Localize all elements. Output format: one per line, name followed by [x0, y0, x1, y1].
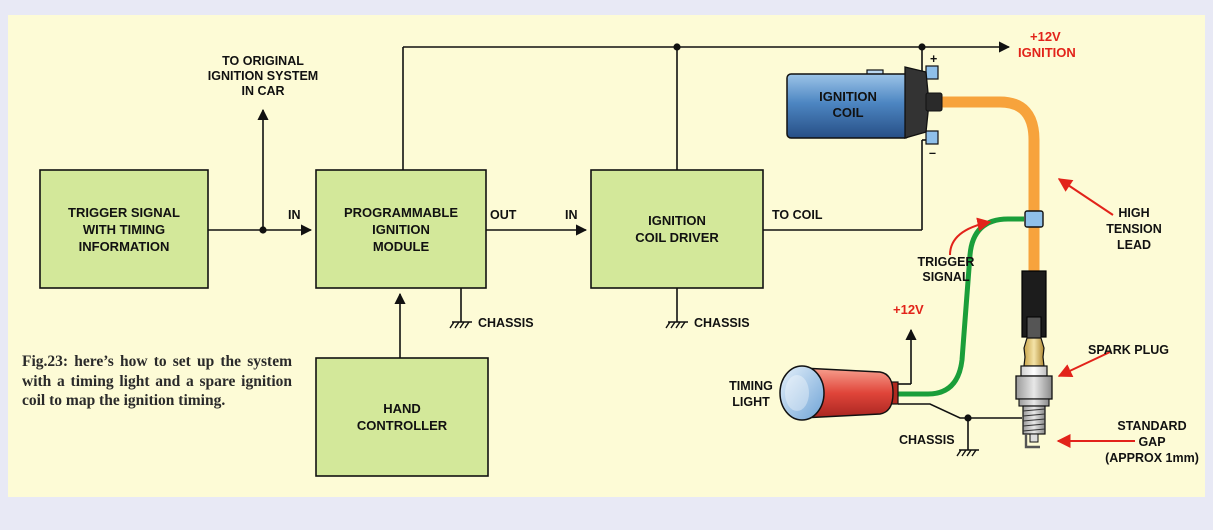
programmable-ignition-module-block: PROGRAMMABLE IGNITION MODULE — [315, 169, 487, 289]
ignition-coil: IGNITION COIL — [786, 65, 943, 145]
trigger-signal-lead — [898, 216, 1024, 397]
plus12v-label: +12V — [893, 302, 924, 317]
chassis-label-plug: CHASSIS — [899, 433, 955, 447]
ht-lead-label-line2: TENSION — [1106, 222, 1162, 236]
timing-light-label-line2: LIGHT — [732, 395, 770, 409]
chassis-ground-symbol — [449, 321, 472, 329]
plus12v-ignition-label-line1: +12V — [1030, 29, 1061, 44]
controller-block-line1: HAND — [383, 401, 421, 416]
figure-caption: Fig.23: here’s how to set up the system … — [22, 353, 292, 409]
original-system-label-line3: IN CAR — [241, 84, 284, 98]
hand-controller-block: HAND CONTROLLER — [315, 357, 489, 477]
trigger-block-line2: WITH TIMING — [83, 222, 165, 237]
chassis-label-driver: CHASSIS — [694, 316, 750, 330]
timing-light-label-line1: TIMING — [729, 379, 773, 393]
timing-light — [779, 365, 899, 421]
trigger-block-line1: TRIGGER SIGNAL — [68, 205, 180, 220]
trigger-signal-block: TRIGGER SIGNAL WITH TIMING INFORMATION — [39, 169, 209, 289]
module-out-label: OUT — [490, 208, 517, 222]
wiring — [208, 41, 1022, 450]
driver-in-label: IN — [565, 208, 578, 222]
original-system-label-line1: TO ORIGINAL — [222, 54, 304, 68]
to-coil-label: TO COIL — [772, 208, 823, 222]
ht-lead-label-line3: LEAD — [1117, 238, 1151, 252]
coil-minus-terminal-label: – — [929, 146, 936, 160]
spark-plug-label: SPARK PLUG — [1088, 343, 1169, 357]
chassis-ground-symbol — [956, 449, 979, 457]
chassis-label-module: CHASSIS — [478, 316, 534, 330]
trigger-block-line3: INFORMATION — [79, 239, 170, 254]
gap-label-line2: GAP — [1138, 435, 1165, 449]
trigger-signal-label-line1: TRIGGER — [918, 255, 975, 269]
module-block-line3: MODULE — [373, 239, 430, 254]
original-system-label-line2: IGNITION SYSTEM — [208, 69, 318, 83]
coil-label-line1: IGNITION — [819, 89, 877, 104]
inductive-pickup-clamp — [1024, 210, 1044, 228]
ht-lead-label-line1: HIGH — [1118, 206, 1149, 220]
module-in-label: IN — [288, 208, 301, 222]
controller-block-line2: CONTROLLER — [357, 418, 448, 433]
callout-arrows — [949, 178, 1135, 448]
chassis-ground-symbol — [665, 321, 688, 329]
plus12v-ignition-label-line2: IGNITION — [1018, 45, 1076, 60]
coil-plus-terminal-label: + — [930, 52, 937, 66]
coil-label-line2: COIL — [832, 105, 863, 120]
gap-label-line1: STANDARD — [1117, 419, 1186, 433]
trigger-signal-label-line2: SIGNAL — [922, 270, 970, 284]
driver-block-line1: IGNITION — [648, 213, 706, 228]
module-block-line2: IGNITION — [372, 222, 430, 237]
spark-plug — [1015, 270, 1053, 449]
driver-block-line2: COIL DRIVER — [635, 230, 719, 245]
module-block-line1: PROGRAMMABLE — [344, 205, 458, 220]
gap-label-line3: (APPROX 1mm) — [1105, 451, 1199, 465]
ignition-coil-driver-block: IGNITION COIL DRIVER — [590, 169, 764, 289]
high-tension-lead — [940, 96, 1040, 284]
